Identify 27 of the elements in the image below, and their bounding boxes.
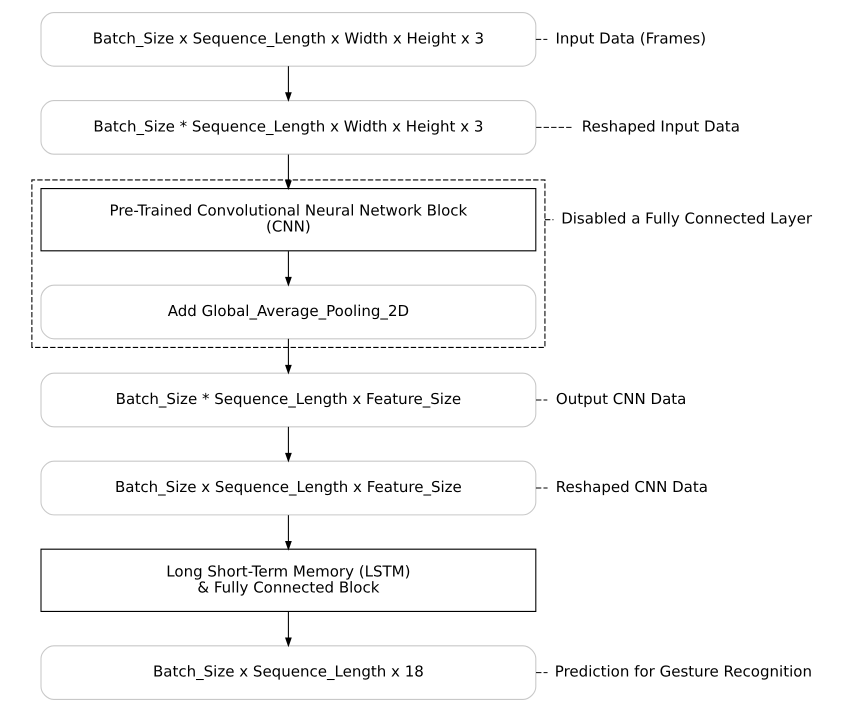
- arrow: [285, 515, 292, 551]
- node-box: Long Short-Term Memory (LSTM) & Fully Connected Block: [40, 548, 536, 612]
- arrow: [285, 612, 292, 648]
- connector: [536, 126, 574, 128]
- node-box: Pre-Trained Convolutional Neural Network Block (CNN): [40, 188, 536, 252]
- arrow: [285, 66, 292, 102]
- node-text: Reshaped CNN Data: [556, 478, 708, 496]
- node-box: Batch_Size x Sequence_Length x Feature_Size: [40, 460, 536, 516]
- node-text: Prediction for Gesture Recognition: [554, 662, 812, 681]
- node-box: Batch_Size * Sequence_Length x Width x Height x 3: [40, 100, 536, 155]
- node-box: Batch_Size * Sequence_Length x Feature_Size: [40, 372, 536, 428]
- node-text: Reshaped Input Data: [582, 117, 740, 136]
- connector: [536, 38, 548, 40]
- node-box: Batch_Size x Sequence_Length x Width x Height x 3: [40, 12, 536, 67]
- node-box: Batch_Size x Sequence_Length x 18: [40, 645, 536, 700]
- node-text: Input Data (Frames): [555, 29, 706, 48]
- node-text: Output CNN Data: [556, 390, 686, 408]
- arrow: [285, 154, 292, 190]
- connector: [544, 219, 554, 220]
- node-text: Disabled a Fully Connected Layer: [561, 210, 812, 228]
- connector: [536, 672, 548, 674]
- arrow: [285, 426, 292, 463]
- node-box: Add Global_Average_Pooling_2D: [40, 284, 536, 340]
- connector: [536, 399, 548, 401]
- arrow: [285, 251, 292, 287]
- connector: [536, 487, 548, 489]
- arrow: [285, 338, 292, 375]
